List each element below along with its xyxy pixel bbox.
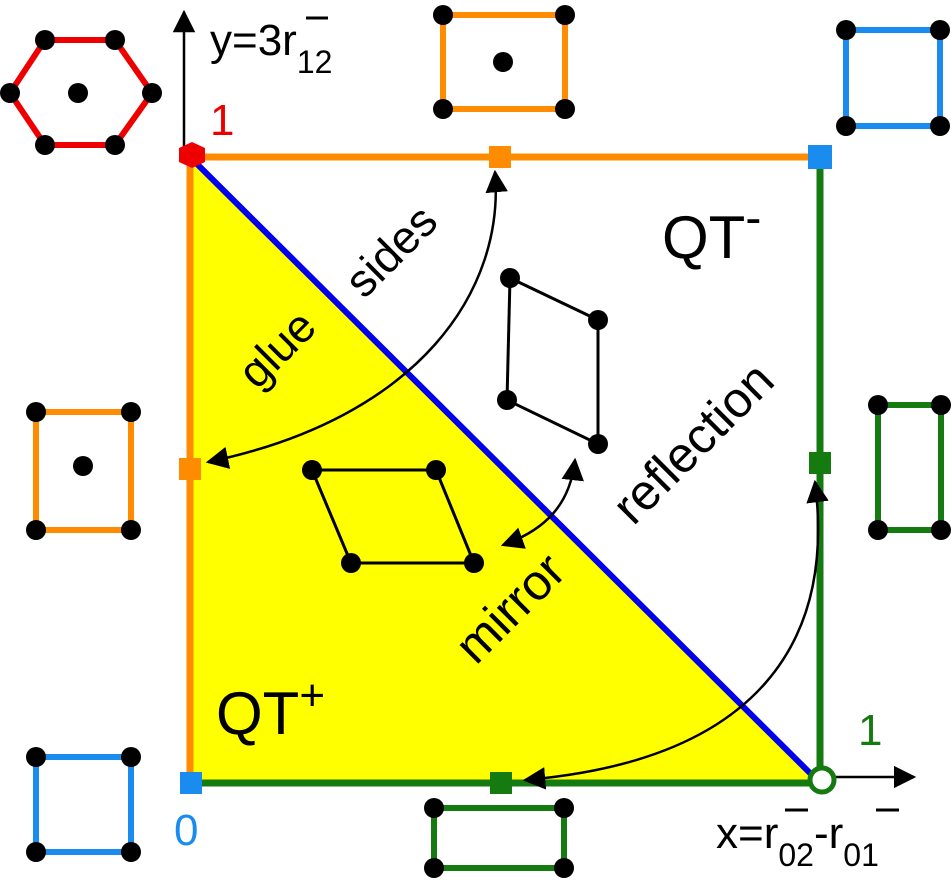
qt-plus-label: QT+ — [216, 671, 325, 747]
qt-minus-label: QT- — [662, 192, 761, 271]
y-one-label: 1 — [210, 96, 234, 145]
red-hexagon-marker — [179, 142, 205, 168]
svg-text:y=3r12: y=3r12 — [210, 16, 332, 80]
parallelogram-lattice-icon-upper — [497, 268, 608, 454]
green-marker-bottom — [490, 772, 512, 794]
rectangular-lattice-icon-right — [868, 395, 951, 540]
x-one-label: 1 — [858, 706, 882, 755]
svg-text:x=r02-r01: x=r02-r01 — [716, 809, 879, 873]
centered-rectangular-lattice-icon-top — [433, 5, 575, 119]
origin-label: 0 — [174, 806, 198, 855]
blue-square-marker-top-right — [808, 145, 832, 169]
green-marker-right — [809, 452, 831, 474]
reflection-label: reflection — [601, 351, 784, 534]
orange-marker-left — [179, 458, 201, 480]
square-lattice-icon-bottom-left — [26, 747, 141, 862]
x-axis-label: x=r02-r01 — [716, 808, 899, 873]
orange-marker-top — [489, 146, 511, 168]
centered-rectangular-lattice-icon-left — [26, 402, 141, 540]
mirror-reflection-arrow-large — [522, 479, 829, 790]
green-open-circle-marker — [807, 765, 837, 795]
hexagonal-lattice-icon — [0, 30, 162, 155]
square-lattice-icon-top-right — [836, 20, 950, 136]
parallelogram-lattice-icon-lower — [302, 460, 484, 573]
rectangular-lattice-icon-bottom — [424, 798, 574, 878]
blue-square-marker-origin — [180, 772, 202, 794]
sides-label: sides — [334, 194, 447, 307]
y-axis-label: y=3r12 — [210, 16, 332, 80]
glue-sides-arrow — [205, 169, 508, 469]
